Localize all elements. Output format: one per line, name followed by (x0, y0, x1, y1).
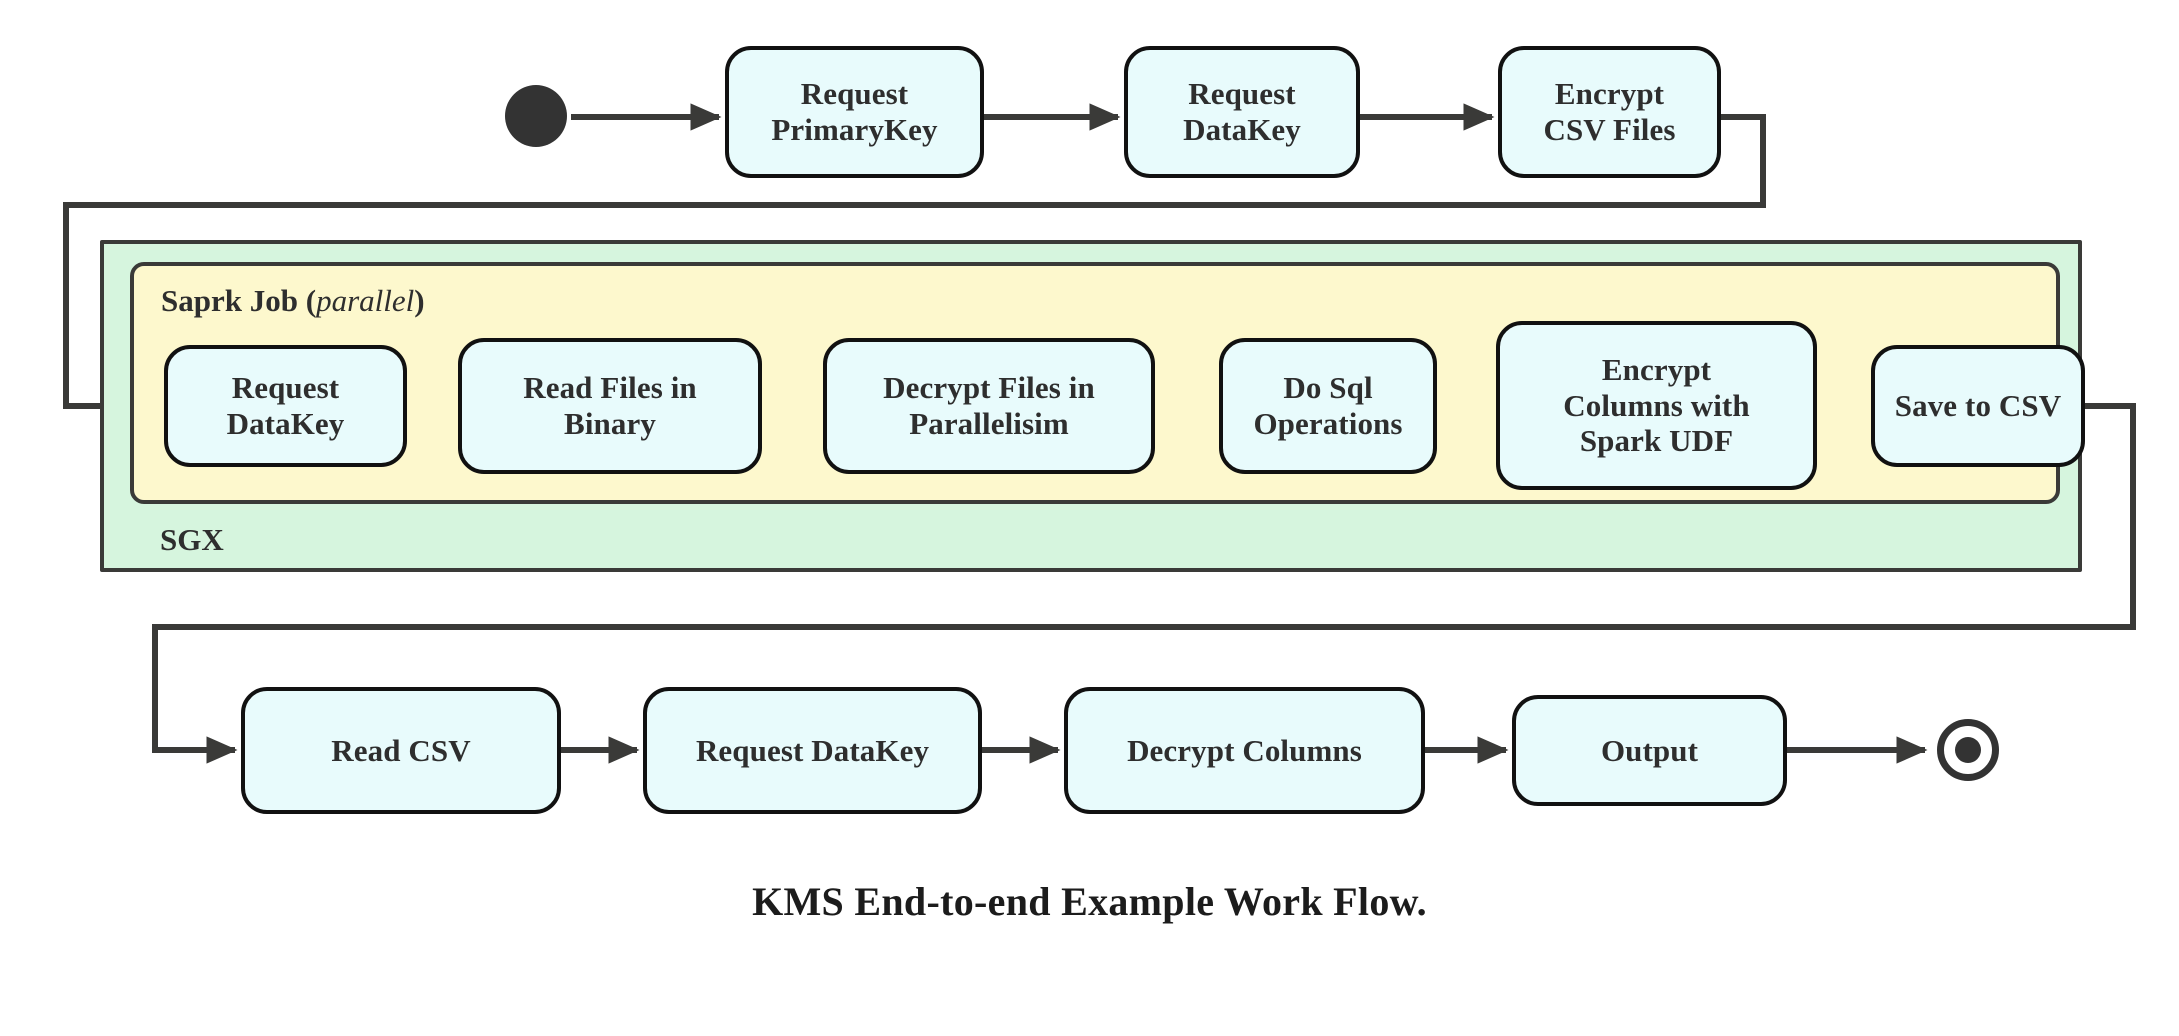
sgx-label-text: SGX (160, 522, 224, 557)
node-request-datakey-bottom[interactable]: Request DataKey (643, 687, 982, 814)
node-encrypt-columns-with-spark-udf[interactable]: Encrypt Columns with Spark UDF (1496, 321, 1817, 490)
node-read-files-in-binary[interactable]: Read Files in Binary (458, 338, 762, 474)
node-request-datakey-bottom-label: Request DataKey (695, 732, 930, 768)
spark-paren-open: ( (305, 283, 317, 318)
node-encrypt-columns-with-spark-udf-label: Encrypt Columns with Spark UDF (1563, 351, 1750, 459)
spark-parallel-modifier: parallel (316, 283, 415, 318)
node-encrypt-csv-files-label: Encrypt CSV Files (1543, 76, 1676, 147)
node-do-sql-operations-label: Do Sql Operations (1253, 370, 1403, 441)
node-request-primarykey-label: Request PrimaryKey (771, 76, 938, 147)
diagram-caption: KMS End-to-end Example Work Flow. (752, 879, 1427, 924)
node-decrypt-files-in-parallelisim-label: Decrypt Files in Parallelisim (883, 370, 1095, 441)
spark-paren-close: ) (414, 283, 425, 318)
final-state-inner-dot (1955, 737, 1981, 763)
node-decrypt-files-in-parallelisim[interactable]: Decrypt Files in Parallelisim (823, 338, 1155, 474)
node-read-files-in-binary-label: Read Files in Binary (523, 370, 697, 441)
node-read-csv-label: Read CSV (331, 732, 471, 768)
node-request-datakey-top-label: Request DataKey (1183, 76, 1301, 147)
node-request-primarykey[interactable]: Request PrimaryKey (725, 46, 984, 178)
node-request-datakey-top[interactable]: Request DataKey (1124, 46, 1360, 178)
node-save-to-csv-label: Save to CSV (1894, 388, 2062, 424)
final-state-node (1937, 719, 1999, 781)
spark-job-label-text: Saprk Job (161, 283, 298, 318)
node-output[interactable]: Output (1512, 695, 1787, 806)
node-encrypt-csv-files[interactable]: Encrypt CSV Files (1498, 46, 1721, 178)
node-read-csv[interactable]: Read CSV (241, 687, 561, 814)
node-decrypt-columns[interactable]: Decrypt Columns (1064, 687, 1425, 814)
spark-job-label: Saprk Job (parallel) (161, 283, 425, 319)
node-save-to-csv[interactable]: Save to CSV (1871, 345, 2085, 467)
node-do-sql-operations[interactable]: Do Sql Operations (1219, 338, 1437, 474)
node-request-datakey-spark-label: Request DataKey (226, 370, 345, 441)
node-request-datakey-spark[interactable]: Request DataKey (164, 345, 407, 467)
node-output-label: Output (1600, 732, 1699, 768)
initial-state-node (505, 85, 567, 147)
sgx-label: SGX (160, 522, 224, 558)
node-decrypt-columns-label: Decrypt Columns (1127, 732, 1362, 768)
